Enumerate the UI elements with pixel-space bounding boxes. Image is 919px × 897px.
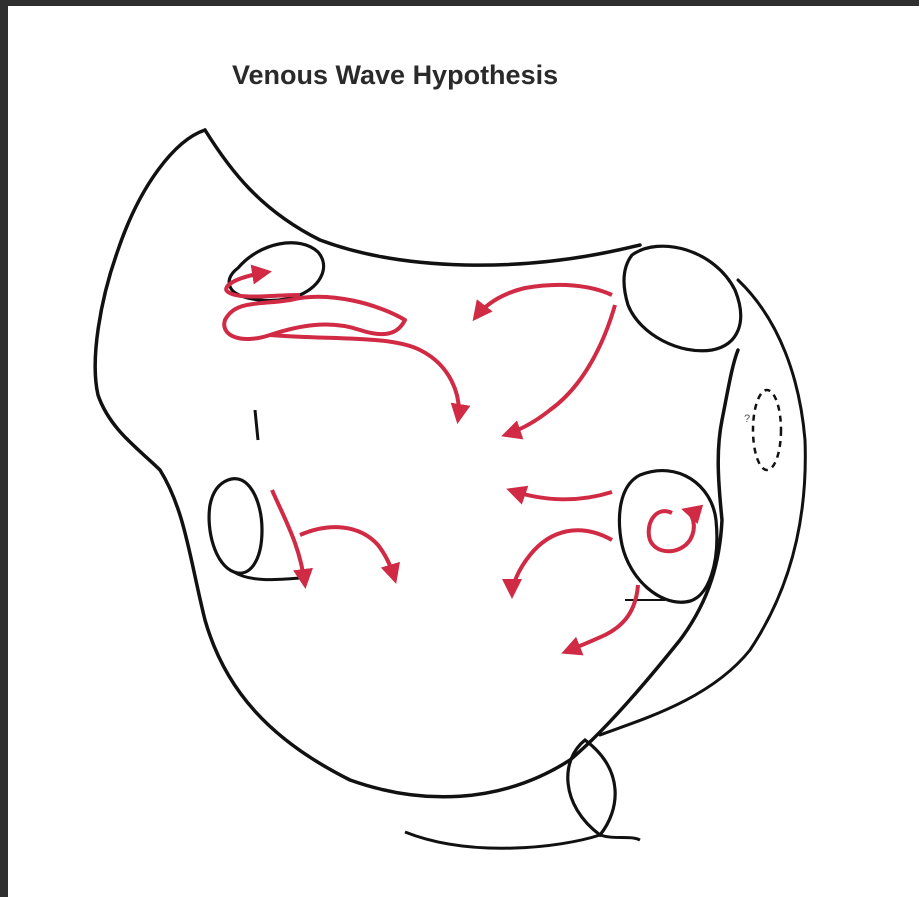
flow-arrow-top-left-down — [270, 335, 459, 420]
vein-top-left — [229, 243, 323, 301]
flow-arrow-top-right-2 — [505, 305, 615, 435]
flow-arrow-bottom-right-1 — [510, 490, 612, 499]
flow-arrow-top-right-1 — [475, 285, 612, 318]
vein-top-right — [624, 246, 741, 351]
flow-swirl-bottom-right — [649, 510, 694, 551]
mitral-valve — [568, 740, 615, 835]
flow-arrow-bottom-left-2 — [300, 527, 395, 580]
flow-arrow-bottom-right-2 — [512, 530, 612, 595]
flow-arrow-bottom-right-3 — [565, 585, 638, 652]
flow-arrow-bottom-left-1 — [272, 490, 305, 585]
dashed-structure — [753, 390, 781, 470]
vein-bottom-right — [619, 471, 716, 603]
appendage-outline — [600, 280, 805, 735]
ventricle-line — [405, 832, 640, 848]
tick-mark-left — [255, 410, 258, 440]
atrium-outline — [95, 130, 738, 797]
flow-arrow-top-left-swirl — [224, 297, 405, 339]
vein-bottom-left — [209, 479, 262, 574]
question-mark: ? — [744, 413, 750, 425]
